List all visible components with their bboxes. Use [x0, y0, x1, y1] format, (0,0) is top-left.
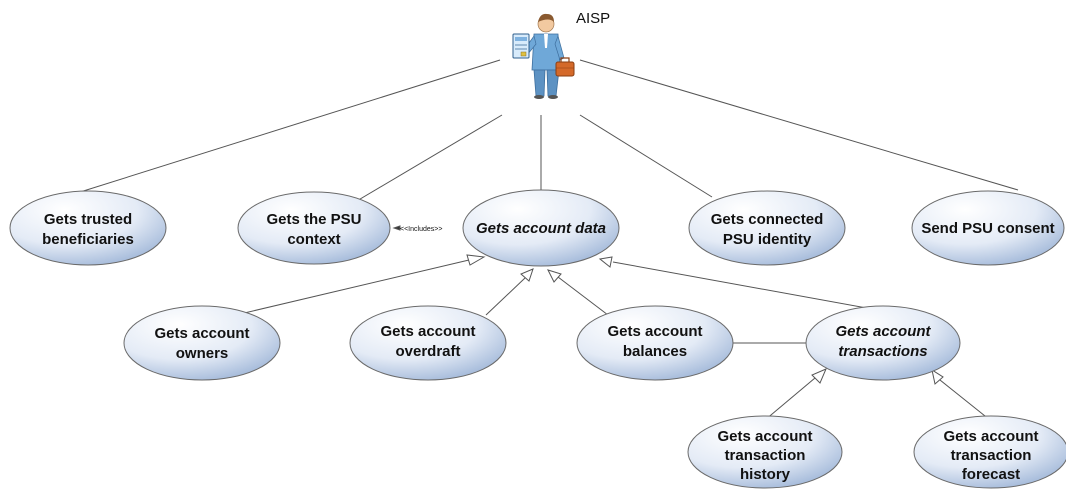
- generalizations: [222, 254, 991, 421]
- use-case-label: Gets account data: [476, 220, 606, 237]
- business-user-icon: [512, 13, 575, 99]
- use-case-ellipse: [688, 190, 846, 266]
- association-send-consent: [579, 59, 1019, 191]
- use-case-label: Gets connected: [711, 211, 824, 228]
- use-case-account-balances: Gets account balances: [576, 305, 734, 381]
- gen-transactions: [612, 261, 906, 316]
- use-case-label: Gets account: [835, 323, 931, 340]
- use-case-ellipse: [123, 305, 281, 381]
- includes-label: <<Includes>>: [400, 226, 442, 233]
- use-case-send-consent: Send PSU consent: [911, 190, 1065, 266]
- use-case-account-overdraft: Gets account overdraft: [349, 305, 507, 381]
- association-psu-context: [349, 114, 503, 206]
- use-case-account-owners: Gets account owners: [123, 305, 281, 381]
- gen-owners-arrowhead: [466, 254, 486, 266]
- gen-transactions-arrowhead: [598, 256, 613, 268]
- use-case-label: Gets trusted: [44, 211, 132, 228]
- use-case-label: transaction: [725, 447, 806, 464]
- gen-overdraft: [485, 277, 526, 316]
- include-dependency: <<Includes>>: [392, 225, 442, 233]
- use-case-account-transactions: Gets account transactions: [805, 305, 961, 381]
- use-case-label: balances: [623, 343, 687, 360]
- use-case-ellipse: [687, 415, 843, 489]
- gen-owners: [222, 259, 470, 319]
- actor-associations: [76, 59, 1019, 206]
- gen-history: [764, 377, 816, 421]
- use-case-label: Gets the PSU: [266, 211, 361, 228]
- use-case-label: transaction: [951, 447, 1032, 464]
- use-case-account-data: Gets account data: [462, 189, 620, 267]
- use-case-label: Gets account: [717, 428, 812, 445]
- gen-forecast-arrowhead: [931, 368, 944, 385]
- association-trusted-beneficiaries: [76, 59, 501, 194]
- use-case-label: beneficiaries: [42, 231, 134, 248]
- use-case-transaction-history: Gets account transaction history: [687, 415, 843, 489]
- gen-history-arrowhead: [811, 368, 827, 384]
- gen-balances: [557, 276, 609, 316]
- use-case-ellipse: [576, 305, 734, 381]
- use-case-label: context: [287, 231, 340, 248]
- include-arrowhead: [392, 225, 401, 231]
- use-case-ellipse: [9, 190, 167, 266]
- association-connected-identity: [579, 114, 713, 198]
- use-case-trusted-beneficiaries: Gets trusted beneficiaries: [9, 190, 167, 266]
- use-case-label: Gets account: [943, 428, 1038, 445]
- use-case-label: Gets account: [154, 325, 249, 342]
- actor-label: AISP: [576, 10, 610, 27]
- use-case-transaction-forecast: Gets account transaction forecast: [913, 415, 1066, 489]
- use-case-psu-context: Gets the PSU context: [237, 191, 391, 265]
- use-case-label: transactions: [838, 343, 927, 360]
- use-case-connected-identity: Gets connected PSU identity: [688, 190, 846, 266]
- use-case-label: PSU identity: [723, 231, 812, 248]
- use-case-ellipse: [349, 305, 507, 381]
- gen-balances-arrowhead: [547, 269, 562, 283]
- gen-forecast: [939, 379, 991, 421]
- use-case-ellipse: [237, 191, 391, 265]
- use-case-ellipse: [805, 305, 961, 381]
- use-case-ellipse: [911, 190, 1065, 266]
- use-case-label: Gets account: [380, 323, 475, 340]
- use-case-label: Gets account: [607, 323, 702, 340]
- gen-overdraft-arrowhead: [520, 268, 534, 282]
- use-case-label: Send PSU consent: [921, 220, 1054, 237]
- use-case-ellipse: [913, 415, 1066, 489]
- use-case-label: overdraft: [395, 343, 460, 360]
- use-case-label: owners: [176, 345, 229, 362]
- use-case-label: history: [740, 466, 791, 483]
- use-case-ellipse: [462, 189, 620, 267]
- use-case-label: forecast: [962, 466, 1020, 483]
